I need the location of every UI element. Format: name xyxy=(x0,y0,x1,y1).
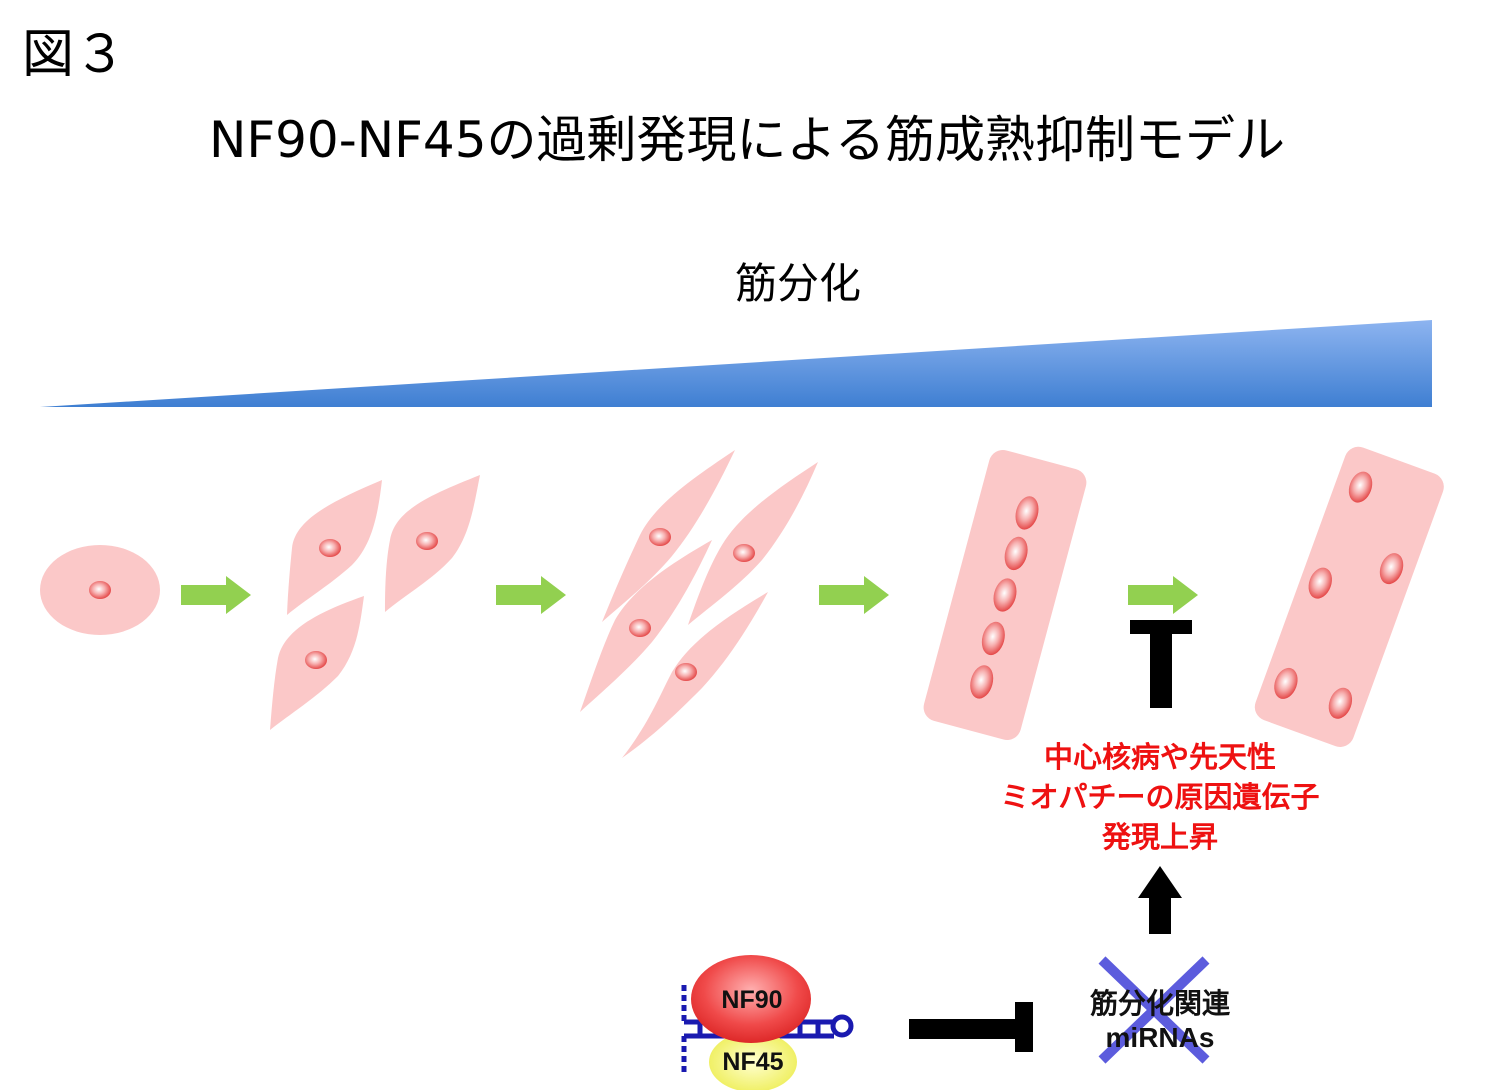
cell-stage-4-myotube xyxy=(923,449,1087,741)
nf90-nf45-complex xyxy=(681,955,854,1090)
nucleus xyxy=(1274,667,1298,699)
nf90-protein xyxy=(691,955,811,1043)
green-right-arrow xyxy=(819,576,889,614)
nucleus xyxy=(89,581,111,599)
cross-mark-icon xyxy=(1098,956,1210,1064)
effect-text-line-1: 中心核病や先天性 xyxy=(1043,742,1276,774)
nucleus xyxy=(675,663,697,681)
cell-stage-5-myofiber xyxy=(1254,446,1444,747)
figure-title: NF90-NF45の過剰発現による筋成熟抑制モデル xyxy=(208,111,1286,169)
nucleus xyxy=(970,665,994,699)
nucleus xyxy=(1004,536,1028,571)
mirna-label-line-2: miRNAs xyxy=(1105,1022,1215,1053)
nucleus xyxy=(1328,687,1353,719)
nf45-protein xyxy=(709,1032,797,1090)
effect-text-line-3: 発現上昇 xyxy=(1101,822,1218,854)
nucleus xyxy=(981,621,1005,656)
figure-label: 図３ xyxy=(22,25,127,85)
nucleus xyxy=(416,532,438,550)
nucleus xyxy=(1015,496,1039,530)
t-bar-inhibition-icon xyxy=(1130,620,1192,708)
spindle-cell xyxy=(688,462,818,625)
nucleus xyxy=(733,544,755,562)
nucleus xyxy=(1379,553,1404,585)
cell-stage-1 xyxy=(40,545,160,635)
nucleus xyxy=(993,578,1017,612)
nucleus xyxy=(1348,471,1373,503)
nucleus xyxy=(649,528,671,546)
up-arrow-icon xyxy=(1138,866,1182,934)
green-right-arrow xyxy=(181,576,251,614)
nf45-label: NF45 xyxy=(722,1048,784,1076)
differentiation-label: 筋分化 xyxy=(734,259,861,308)
nf90-label: NF90 xyxy=(721,986,783,1014)
nucleus xyxy=(1308,567,1332,599)
myofiber xyxy=(1254,446,1444,747)
cell-stage-2 xyxy=(270,475,480,730)
green-right-arrow xyxy=(1128,576,1198,614)
nucleus xyxy=(319,539,341,557)
green-right-arrow xyxy=(496,576,566,614)
mirna-label-line-1: 筋分化関連 xyxy=(1089,988,1230,1019)
differentiation-gradient-wedge xyxy=(40,320,1432,407)
nucleus xyxy=(305,651,327,669)
inhibition-bar-icon xyxy=(909,1002,1033,1052)
effect-text-line-2: ミオパチーの原因遺伝子 xyxy=(1000,782,1320,814)
nucleus xyxy=(629,619,651,637)
cell-stage-3 xyxy=(580,450,818,758)
